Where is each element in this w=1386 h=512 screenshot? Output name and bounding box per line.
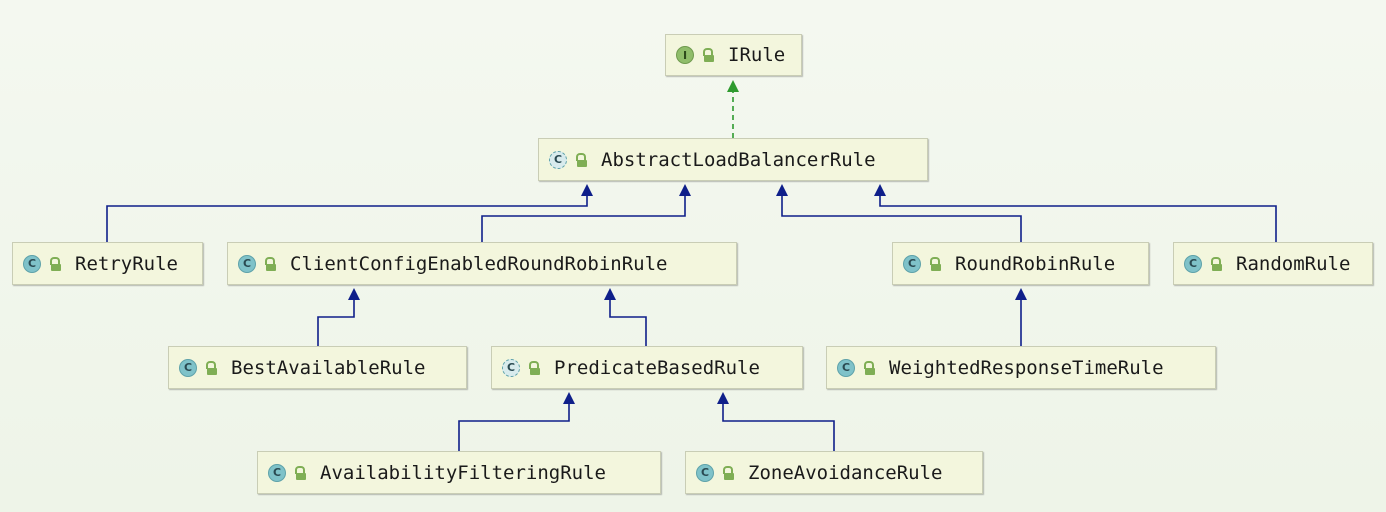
node-abstract-load-balancer-rule[interactable]: C AbstractLoadBalancerRule	[538, 138, 928, 181]
class-icon: C	[1184, 254, 1202, 273]
edge-weighted-extends-roundrobin	[1015, 288, 1027, 346]
node-label: IRule	[728, 44, 786, 66]
interface-icon: I	[676, 46, 694, 64]
arrowhead	[563, 392, 575, 404]
arrowhead	[348, 288, 360, 300]
arrowhead	[604, 288, 616, 300]
lock-icon	[264, 256, 276, 271]
edge-roundrobin-extends-abstract	[776, 184, 1022, 242]
node-client-config-enabled-round-robin-rule[interactable]: C ClientConfigEnabledRoundRobinRule	[227, 242, 737, 285]
class-icon: C	[837, 358, 855, 377]
node-availability-filtering-rule[interactable]: C AvailabilityFilteringRule	[257, 451, 661, 494]
abstract-class-icon: C	[502, 358, 520, 377]
lock-icon	[702, 48, 714, 62]
node-weighted-response-time-rule[interactable]: C WeightedResponseTimeRule	[826, 346, 1216, 389]
edge-retry-extends-abstract	[106, 184, 593, 242]
edge-clientcfg-extends-abstract	[481, 184, 691, 242]
lock-icon	[1210, 256, 1222, 271]
arrowhead	[776, 184, 788, 196]
arrowhead	[581, 184, 593, 196]
edge-zoneavoid-extends-predicate	[717, 392, 835, 451]
lock-icon	[863, 360, 875, 375]
node-retry-rule[interactable]: C RetryRule	[12, 242, 203, 285]
node-best-available-rule[interactable]: C BestAvailableRule	[168, 346, 467, 389]
lock-icon	[722, 465, 734, 480]
class-icon: C	[238, 254, 256, 273]
node-label: WeightedResponseTimeRule	[889, 356, 1164, 379]
node-label: RoundRobinRule	[955, 252, 1116, 275]
class-icon: C	[696, 463, 714, 482]
edge-random-extends-abstract	[874, 184, 1277, 242]
arrowhead	[1015, 288, 1027, 300]
lock-icon	[575, 152, 587, 167]
node-label: RetryRule	[75, 252, 178, 275]
edge-bestavail-extends-clientcfg	[317, 288, 360, 346]
abstract-class-icon: C	[549, 150, 567, 169]
class-icon: C	[23, 254, 41, 273]
edge-predicate-extends-clientcfg	[604, 288, 647, 346]
node-label: BestAvailableRule	[231, 356, 426, 379]
lock-icon	[294, 465, 306, 480]
lock-icon	[929, 256, 941, 271]
node-predicate-based-rule[interactable]: C PredicateBasedRule	[491, 346, 803, 389]
node-label: ZoneAvoidanceRule	[748, 461, 943, 484]
edge-abstract-implements-irule	[727, 80, 739, 138]
lock-icon	[528, 360, 540, 375]
node-label: AbstractLoadBalancerRule	[601, 148, 876, 171]
lock-icon	[205, 360, 217, 375]
node-random-rule[interactable]: C RandomRule	[1173, 242, 1373, 285]
node-irule[interactable]: I IRule	[665, 34, 802, 76]
node-round-robin-rule[interactable]: C RoundRobinRule	[892, 242, 1149, 285]
class-icon: C	[268, 463, 286, 482]
arrowhead	[874, 184, 886, 196]
node-label: ClientConfigEnabledRoundRobinRule	[290, 252, 668, 275]
arrowhead	[727, 80, 739, 92]
node-label: RandomRule	[1236, 252, 1351, 275]
class-icon: C	[179, 358, 197, 377]
node-zone-avoidance-rule[interactable]: C ZoneAvoidanceRule	[685, 451, 983, 494]
node-label: AvailabilityFilteringRule	[320, 461, 606, 484]
edge-availfilter-extends-predicate	[458, 392, 575, 451]
node-label: PredicateBasedRule	[554, 356, 760, 379]
lock-icon	[49, 256, 61, 271]
arrowhead	[679, 184, 691, 196]
class-icon: C	[903, 254, 921, 273]
arrowhead	[717, 392, 729, 404]
